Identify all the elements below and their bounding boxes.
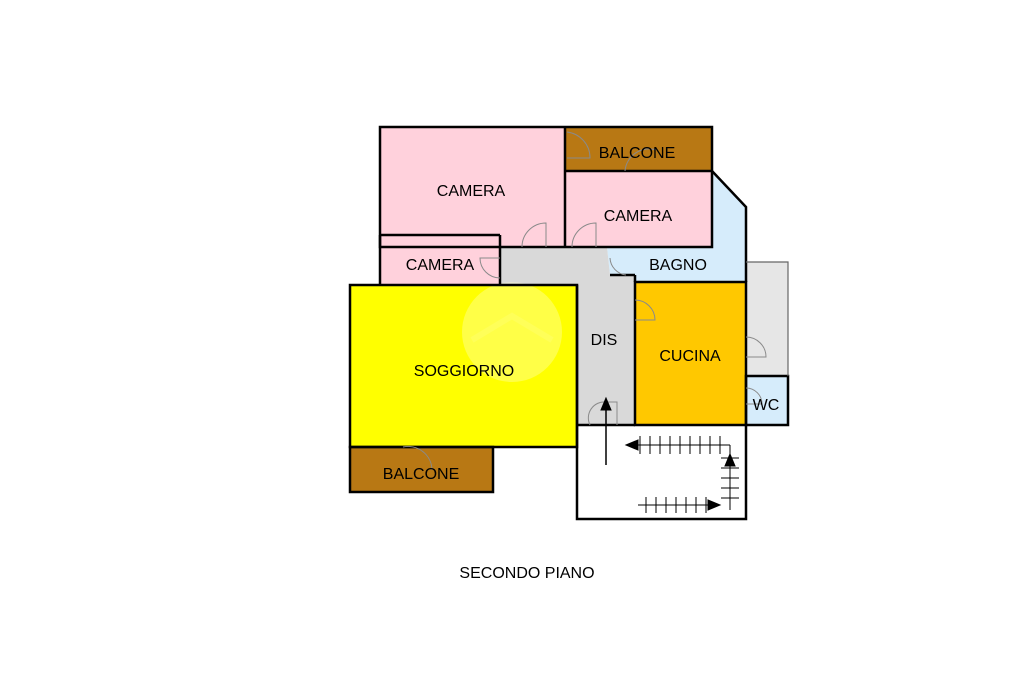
label-wc: WC [753,397,780,414]
label-balcone-bottom: BALCONE [383,466,459,483]
room-wc-fill [746,376,788,425]
label-bagno: BAGNO [649,257,707,274]
room-balcone-top-fill [565,127,712,171]
staircase [600,396,739,513]
room-soggiorno-fill [350,285,577,447]
room-camera-right-fill [565,171,712,247]
side-balcony-fill [746,262,788,376]
label-cucina: CUCINA [659,348,721,365]
room-cucina-fill [635,282,746,425]
room-camera-main-fill [380,127,565,247]
label-camera-small: CAMERA [406,257,475,274]
label-dis: DIS [591,332,618,349]
room-dis-fill [500,247,635,425]
floor-caption: SECONDO PIANO [459,565,594,582]
room-bagno-fill [607,171,746,282]
watermark-logo [462,282,562,382]
label-camera-right: CAMERA [604,208,673,225]
label-soggiorno: SOGGIORNO [414,363,514,380]
label-camera-main: CAMERA [437,183,506,200]
label-balcone-top: BALCONE [599,145,675,162]
room-balcone-bottom-fill [350,447,493,492]
